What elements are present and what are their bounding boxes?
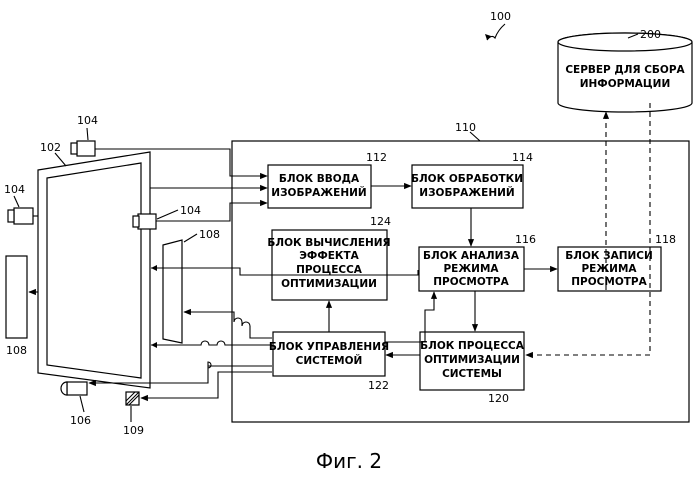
display-ref: 102 <box>40 141 61 154</box>
display-ref-leader <box>55 153 66 166</box>
mode-analysis-label-1: БЛОК АНАЛИЗА <box>423 250 520 262</box>
system-control-block: БЛОК УПРАВЛЕНИЯ СИСТЕМОЙ <box>269 332 389 376</box>
panel-right-ref: 108 <box>199 228 220 241</box>
image-input-block: БЛОК ВВОДА ИЗОБРАЖЕНИЙ <box>268 165 371 208</box>
device-106-ref: 106 <box>70 414 91 427</box>
camera-right-ref-leader <box>157 210 178 219</box>
mode-analysis-label-2: РЕЖИМА <box>443 263 499 275</box>
panel-left-ref: 108 <box>6 344 27 357</box>
camera-top-ref: 104 <box>77 114 98 127</box>
figure-ref-squiggle <box>487 24 505 40</box>
effect-calc-label-2: ЭФФЕКТА <box>299 250 359 262</box>
mode-analysis-ref: 116 <box>515 233 536 246</box>
server-label-1: СЕРВЕР ДЛЯ СБОРА <box>565 64 685 76</box>
panel-right-ref-leader <box>184 234 197 242</box>
image-input-ref: 112 <box>366 151 387 164</box>
optimization-ref: 120 <box>488 392 509 405</box>
camera-top <box>71 141 95 156</box>
effect-calc-label-1: БЛОК ВЫЧИСЛЕНИЯ <box>267 237 390 249</box>
figure-ref: 100 <box>490 10 511 23</box>
figure-caption: Фиг. 2 <box>316 449 382 473</box>
image-input-label-2: ИЗОБРАЖЕНИЙ <box>271 186 366 199</box>
camera-right-ref: 104 <box>180 204 201 217</box>
optimization-label-3: СИСТЕМЫ <box>442 368 502 380</box>
camera-right <box>133 214 156 229</box>
optimization-label-1: БЛОК ПРОЦЕССА <box>420 340 525 352</box>
panel-left <box>6 256 27 338</box>
effect-calc-block: БЛОК ВЫЧИСЛЕНИЯ ЭФФЕКТА ПРОЦЕССА ОПТИМИЗ… <box>267 230 390 300</box>
system-control-label-2: СИСТЕМОЙ <box>296 354 363 367</box>
server-ref: 200 <box>640 28 661 41</box>
device-106 <box>61 382 87 395</box>
info-server: СЕРВЕР ДЛЯ СБОРА ИНФОРМАЦИИ <box>558 33 692 112</box>
image-processing-block: БЛОК ОБРАБОТКИ ИЗОБРАЖЕНИЙ <box>411 165 523 208</box>
mode-record-label-2: РЕЖИМА <box>581 263 637 275</box>
image-processing-ref: 114 <box>512 151 533 164</box>
effect-calc-ref: 124 <box>370 215 391 228</box>
mode-record-ref: 118 <box>655 233 676 246</box>
display-device <box>38 152 150 388</box>
panel-right <box>163 240 182 343</box>
device-109 <box>126 392 139 405</box>
camera-left <box>8 208 38 224</box>
optimization-block: БЛОК ПРОЦЕССА ОПТИМИЗАЦИИ СИСТЕМЫ <box>420 332 525 390</box>
mode-analysis-label-3: ПРОСМОТРА <box>433 276 509 288</box>
system-ref: 110 <box>455 121 476 134</box>
camera-left-ref-leader <box>14 196 19 207</box>
system-control-ref: 122 <box>368 379 389 392</box>
mode-record-label-3: ПРОСМОТРА <box>571 276 647 288</box>
mode-record-label-1: БЛОК ЗАПИСИ <box>565 250 653 262</box>
camera-top-ref-leader <box>87 128 88 140</box>
mode-record-block: БЛОК ЗАПИСИ РЕЖИМА ПРОСМОТРА <box>558 247 661 291</box>
effect-calc-label-4: ОПТИМИЗАЦИИ <box>281 278 377 290</box>
optimization-label-2: ОПТИМИЗАЦИИ <box>424 354 520 366</box>
server-label-2: ИНФОРМАЦИИ <box>580 78 671 90</box>
image-processing-label-2: ИЗОБРАЖЕНИЙ <box>419 186 514 199</box>
image-processing-label-1: БЛОК ОБРАБОТКИ <box>411 173 523 185</box>
camera-left-ref: 104 <box>4 183 25 196</box>
image-input-label-1: БЛОК ВВОДА <box>279 173 360 185</box>
system-control-label-1: БЛОК УПРАВЛЕНИЯ <box>269 341 389 353</box>
mode-analysis-block: БЛОК АНАЛИЗА РЕЖИМА ПРОСМОТРА <box>419 247 524 291</box>
device-109-ref: 109 <box>123 424 144 437</box>
effect-calc-label-3: ПРОЦЕССА <box>296 264 363 276</box>
device-106-ref-leader <box>80 396 84 412</box>
